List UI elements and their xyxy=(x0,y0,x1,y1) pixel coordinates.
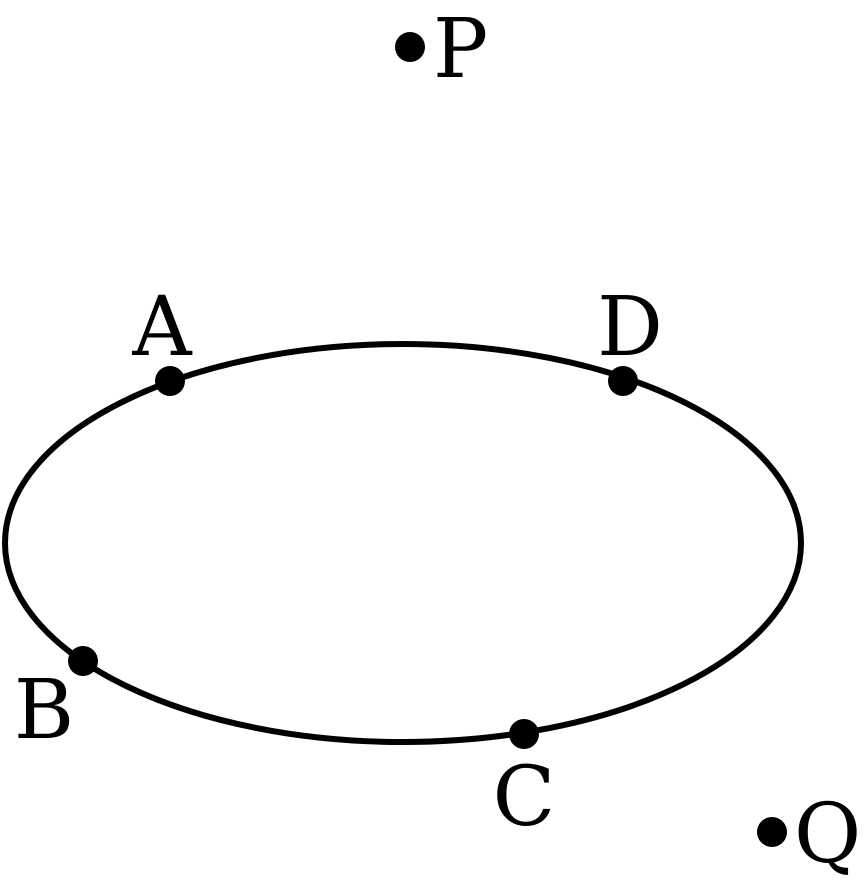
point-d-label: D xyxy=(597,280,663,375)
point-q-dot xyxy=(757,817,787,847)
point-p-dot xyxy=(395,32,425,62)
point-c-dot xyxy=(509,719,539,749)
point-c-label: C xyxy=(493,750,556,845)
point-a-label: A xyxy=(131,280,193,375)
point-b-label: B xyxy=(14,663,74,758)
point-d-dot xyxy=(608,366,638,396)
point-b-dot xyxy=(68,646,98,676)
point-p-label: P xyxy=(433,2,488,97)
point-q-label: Q xyxy=(794,787,861,882)
ellipse-curve xyxy=(2,341,804,745)
point-a-dot xyxy=(155,366,185,396)
